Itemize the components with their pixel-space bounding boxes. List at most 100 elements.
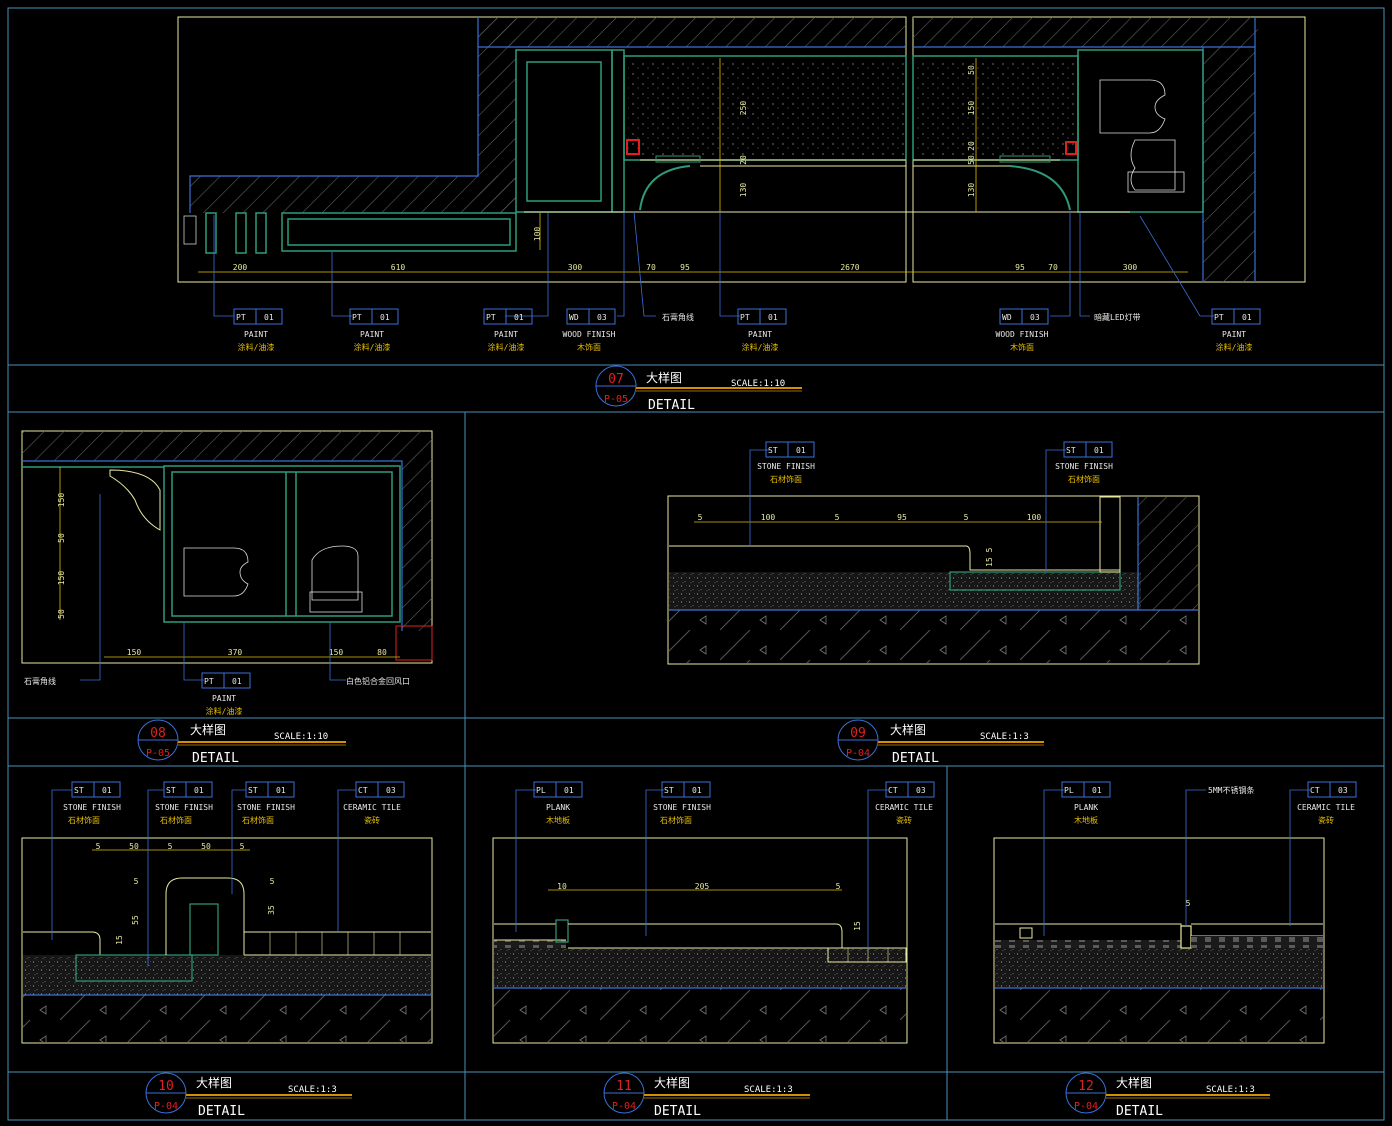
svg-text:WD: WD (1002, 313, 1012, 322)
svg-text:01: 01 (194, 786, 204, 795)
led-marker-left (626, 139, 640, 155)
svg-text:CERAMIC TILE: CERAMIC TILE (875, 803, 933, 812)
svg-text:瓷砖: 瓷砖 (1318, 815, 1334, 825)
dim-text: 50 (967, 65, 976, 75)
svg-text:01: 01 (796, 446, 806, 455)
title-block-09: 09 P-04 大样图 SCALE:1:3 DETAIL (837, 719, 1044, 766)
dim-text: 5 (168, 842, 173, 851)
dim-text: 5 (835, 513, 840, 522)
dim-text: 130 (739, 183, 748, 198)
svg-text:03: 03 (916, 786, 926, 795)
svg-text:ST: ST (166, 786, 176, 795)
svg-text:PT: PT (486, 313, 496, 322)
dim-text: 300 (1123, 263, 1138, 272)
svg-text:12: 12 (1078, 1079, 1094, 1094)
led-marker-right (1065, 141, 1077, 155)
dim-text: 130 (967, 183, 976, 198)
svg-text:01: 01 (264, 313, 274, 322)
dim-text: 70 (1048, 263, 1058, 272)
svg-text:PAINT: PAINT (244, 330, 268, 339)
svg-text:DETAIL: DETAIL (892, 751, 939, 766)
tag-st-09b: ST 01 STONE FINISH 石材饰面 (1055, 441, 1113, 484)
dim-text: 150 (57, 571, 66, 586)
dim-text: 55 (131, 915, 140, 925)
svg-text:PAINT: PAINT (748, 330, 772, 339)
svg-text:ST: ST (74, 786, 84, 795)
note-led-07: 暗藏LED灯带 (1094, 312, 1140, 322)
svg-text:08: 08 (150, 726, 166, 741)
svg-text:03: 03 (1338, 786, 1348, 795)
svg-text:SCALE:1:3: SCALE:1:3 (288, 1085, 337, 1095)
svg-text:PT: PT (1214, 313, 1224, 322)
svg-text:03: 03 (597, 313, 607, 322)
dim-text: 5 (270, 877, 275, 886)
dim-text: 150 (57, 493, 66, 508)
svg-text:涂料/油漆: 涂料/油漆 (206, 706, 243, 716)
title-en: DETAIL (648, 398, 695, 413)
svg-text:SCALE:1:3: SCALE:1:3 (1206, 1085, 1255, 1095)
dim-text: 5 (964, 513, 969, 522)
note-steel-strip-12: 5MM不锈钢条 (1208, 785, 1254, 795)
svg-text:WOOD FINISH: WOOD FINISH (996, 330, 1049, 339)
svg-text:SCALE:1:3: SCALE:1:3 (744, 1085, 793, 1095)
svg-text:01: 01 (380, 313, 390, 322)
svg-text:STONE FINISH: STONE FINISH (1055, 462, 1113, 471)
svg-text:01: 01 (232, 677, 242, 686)
svg-text:PAINT: PAINT (360, 330, 384, 339)
svg-text:WOOD FINISH: WOOD FINISH (563, 330, 616, 339)
tag-st-09a: ST 01 STONE FINISH 石材饰面 (757, 441, 815, 484)
svg-text:大样图: 大样图 (654, 1075, 690, 1090)
dim-text: 100 (761, 513, 776, 522)
dim-text: 5 (240, 842, 245, 851)
svg-text:ST: ST (768, 446, 778, 455)
d07-bottom-dims: 200 610 300 70 95 2670 95 70 300 (233, 263, 1138, 272)
dim-text: 95 (897, 513, 907, 522)
dim-text: 5 (836, 882, 841, 891)
svg-text:01: 01 (564, 786, 574, 795)
title-sheet: P-05 (604, 394, 628, 405)
svg-text:ST: ST (1066, 446, 1076, 455)
dim-text: 5 (96, 842, 101, 851)
dim-text: 50 (967, 155, 976, 165)
detail-07: 200 610 300 70 95 2670 95 70 300 250 20 … (177, 16, 1306, 413)
dim-text: 20 (967, 141, 976, 151)
svg-text:CERAMIC TILE: CERAMIC TILE (1297, 803, 1355, 812)
svg-text:木地板: 木地板 (1074, 815, 1098, 825)
dim-text: 20 (739, 155, 748, 165)
svg-text:STONE FINISH: STONE FINISH (757, 462, 815, 471)
dim-text: 300 (568, 263, 583, 272)
svg-text:石材饰面: 石材饰面 (1068, 474, 1100, 484)
svg-text:01: 01 (692, 786, 702, 795)
svg-text:CT: CT (358, 786, 368, 795)
svg-text:石材饰面: 石材饰面 (770, 474, 802, 484)
dim-text: 150 (127, 648, 142, 657)
svg-text:石材饰面: 石材饰面 (68, 815, 100, 825)
svg-text:10: 10 (158, 1079, 174, 1094)
svg-text:涂料/油漆: 涂料/油漆 (1216, 342, 1253, 352)
dim-text: 50 (201, 842, 211, 851)
title-scale: SCALE:1:10 (731, 379, 785, 389)
svg-text:瓷砖: 瓷砖 (364, 815, 380, 825)
svg-text:瓷砖: 瓷砖 (896, 815, 912, 825)
svg-text:大样图: 大样图 (190, 722, 226, 737)
svg-text:木饰面: 木饰面 (1010, 342, 1034, 352)
svg-text:DETAIL: DETAIL (198, 1104, 245, 1119)
svg-text:PT: PT (352, 313, 362, 322)
svg-text:DETAIL: DETAIL (192, 751, 239, 766)
svg-text:01: 01 (1094, 446, 1104, 455)
svg-text:STONE FINISH: STONE FINISH (653, 803, 711, 812)
svg-text:P-04: P-04 (154, 1101, 178, 1112)
svg-text:DETAIL: DETAIL (654, 1104, 701, 1119)
dim-text: 5 (985, 547, 994, 552)
